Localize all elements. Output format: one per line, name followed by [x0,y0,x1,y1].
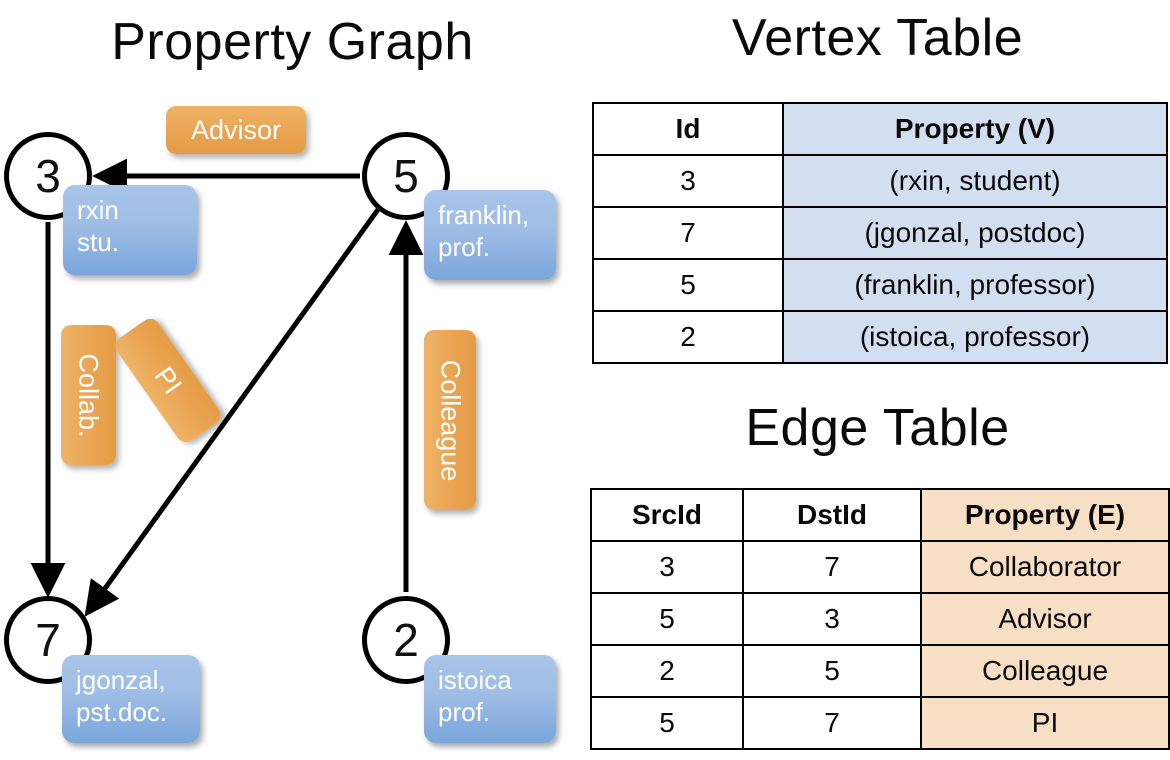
vertex-row-id: 2 [592,310,784,364]
vertex-table-header-property: Property (V) [782,102,1168,156]
edge-label-collab-text: Collab. [74,352,105,438]
edge-row-property: Collaborator [920,540,1170,594]
vertex-property-box-2: istoica prof. [424,655,556,743]
edge-row-property: Colleague [920,644,1170,698]
table-row: 2 (istoica, professor) [592,310,1168,364]
edge-row-src: 2 [590,644,744,698]
edge-row-dst: 7 [742,540,922,594]
edge-table-header-srcid: SrcId [590,488,744,542]
table-row: 2 5 Colleague [590,644,1170,698]
vertex-property-line2: prof. [438,231,491,262]
vertex-property-line1: istoica [438,665,512,695]
table-row: 5 3 Advisor [590,592,1170,646]
vertex-row-id: 3 [592,154,784,208]
edge-row-src: 5 [590,592,744,646]
edge-row-dst: 3 [742,592,922,646]
edge-table-header-property: Property (E) [920,488,1170,542]
edge-label-advisor: Advisor [166,106,306,154]
vertex-property-box-3: rxin stu. [63,185,197,275]
vertex-property-line1: jgonzal, [76,665,166,695]
edge-label-collab: Collab. [61,325,116,465]
vertex-row-property: (rxin, student) [782,154,1168,208]
vertex-table-header-id: Id [592,102,784,156]
vertex-table: Id Property (V) 3 (rxin, student) 7 (jgo… [592,102,1168,364]
vertex-property-box-5: franklin, prof. [424,190,556,280]
vertex-property-line1: franklin, [438,200,530,230]
table-header-row: SrcId DstId Property (E) [590,488,1170,542]
edge-row-src: 5 [590,696,744,750]
vertex-property-line2: stu. [77,226,119,257]
vertex-row-id: 5 [592,258,784,312]
page-title-vertex-table: Vertex Table [731,9,1024,67]
graph-node-5[interactable]: 5 [362,132,450,220]
vertex-property-line2: pst.doc. [76,696,168,727]
edge-label-colleague-text: Colleague [435,359,466,481]
table-row: 7 (jgonzal, postdoc) [592,206,1168,260]
table-header-row: Id Property (V) [592,102,1168,156]
edge-table: SrcId DstId Property (E) 3 7 Collaborato… [590,488,1170,750]
page-title-property-graph: Property Graph [111,13,474,71]
edge-5-to-7-pi [84,202,385,617]
vertex-row-property: (jgonzal, postdoc) [782,206,1168,260]
vertex-row-property: (istoica, professor) [782,310,1168,364]
edge-label-pi-text: PI [148,361,189,400]
edge-row-property: PI [920,696,1170,750]
edge-row-property: Advisor [920,592,1170,646]
edge-table-header-dstid: DstId [742,488,922,542]
edge-row-dst: 5 [742,644,922,698]
edge-label-advisor-text: Advisor [190,114,282,145]
vertex-property-line2: prof. [438,696,491,727]
table-row: 5 (franklin, professor) [592,258,1168,312]
vertex-property-line1: rxin [77,195,119,225]
edge-row-dst: 7 [742,696,922,750]
edge-row-src: 3 [590,540,744,594]
vertex-property-box-7: jgonzal, pst.doc. [62,655,200,743]
table-row: 5 7 PI [590,696,1170,750]
graph-node-2[interactable]: 2 [362,596,450,684]
vertex-row-property: (franklin, professor) [782,258,1168,312]
table-row: 3 (rxin, student) [592,154,1168,208]
page-title-edge-table: Edge Table [745,399,1010,457]
table-row: 3 7 Collaborator [590,540,1170,594]
graph-edges-svg [30,158,424,617]
edge-label-colleague: Colleague [424,330,476,510]
vertex-row-id: 7 [592,206,784,260]
